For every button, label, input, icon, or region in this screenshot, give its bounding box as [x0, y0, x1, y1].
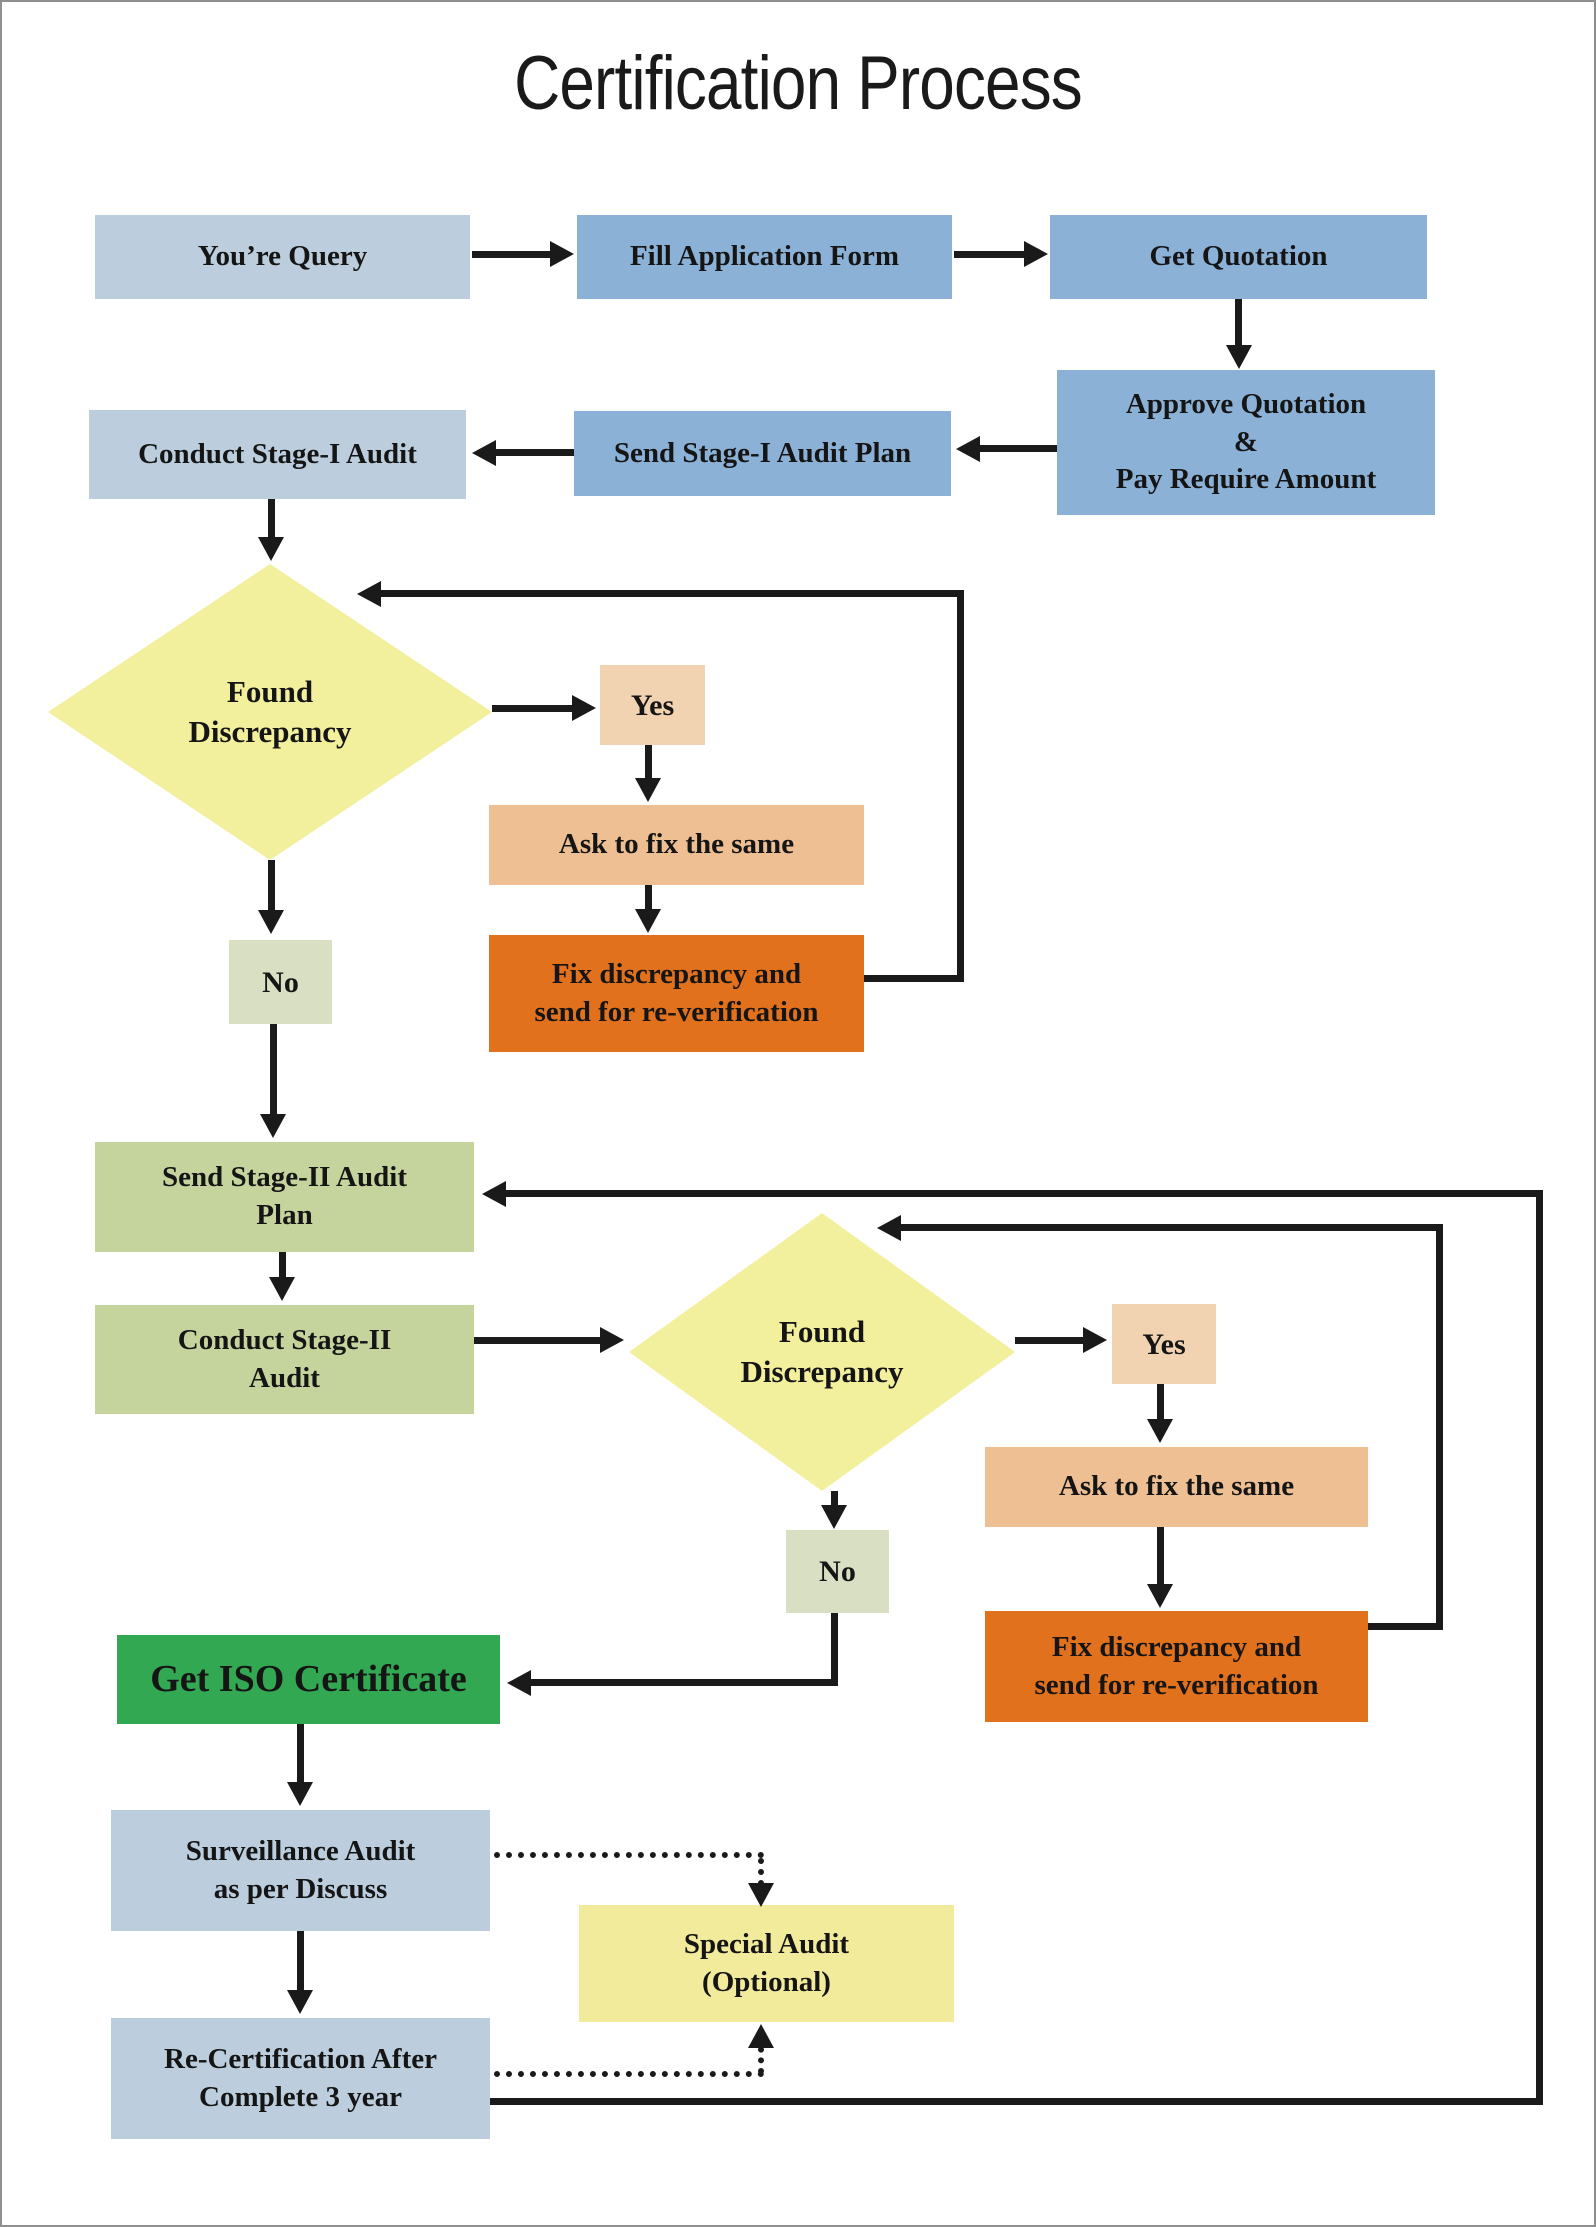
arrow-yes2-to-ask2-head	[1147, 1419, 1173, 1443]
arrow-decision2-to-no2-head	[821, 1505, 847, 1529]
node-surveillance-audit: Surveillance Audit as per Discuss	[111, 1810, 490, 1931]
arrow-application-to-quotation-head	[1024, 241, 1048, 267]
arrow-approve-to-sendplan1-line	[980, 445, 1057, 452]
arrow-yes2-to-ask2-line	[1157, 1384, 1164, 1419]
arrow-ask2-to-fix2-head	[1147, 1584, 1173, 1608]
arrow-query-to-application-head	[550, 241, 574, 267]
arrow-conduct2-to-decision2-line	[474, 1337, 600, 1344]
loop2-vertical-line	[1436, 1224, 1443, 1630]
arrow-decision1-to-yes1-line	[492, 705, 572, 712]
arrow-sendplan1-to-conduct1-line	[496, 449, 574, 456]
arrow-no2-down-line	[831, 1613, 838, 1686]
arrow-decision1-to-no1-head	[258, 910, 284, 934]
arrow-application-to-quotation-line	[954, 251, 1024, 258]
arrow-iso-to-surveillance-head	[287, 1782, 313, 1806]
node-yes-1: Yes	[600, 665, 705, 745]
loop1-vertical-line	[957, 590, 964, 982]
node-you-query: You’re Query	[95, 215, 470, 299]
arrow-quotation-to-approve-line	[1235, 299, 1242, 345]
node-ask-to-fix-2: Ask to fix the same	[985, 1447, 1368, 1527]
dotted-recert-to-special-head	[748, 2024, 774, 2048]
loop1-top-line	[381, 590, 964, 597]
arrow-sendplan2-to-conduct2-head	[269, 1277, 295, 1301]
loop1-bottom-line	[864, 975, 964, 982]
arrow-ask1-to-fix1-line	[645, 885, 652, 911]
node-get-iso-certificate: Get ISO Certificate	[117, 1635, 500, 1724]
node-fill-application-form: Fill Application Form	[577, 215, 952, 299]
node-recertification: Re-Certification After Complete 3 year	[111, 2018, 490, 2139]
dotted-recert-to-special-hline	[494, 2071, 764, 2077]
arrow-yes1-to-ask1-head	[635, 778, 661, 802]
loop1-head	[357, 581, 381, 607]
outerloop-vertical-line	[1536, 1190, 1543, 2105]
node-conduct-stage2-audit: Conduct Stage-II Audit	[95, 1305, 474, 1414]
arrow-decision1-to-no1-line	[268, 860, 275, 910]
dotted-surveillance-to-special-vline	[758, 1858, 764, 1886]
loop2-bottom-line	[1368, 1623, 1442, 1630]
node-send-stage1-audit-plan: Send Stage-I Audit Plan	[574, 411, 951, 496]
decision-found-discrepancy-2: Found Discrepancy	[629, 1213, 1015, 1491]
arrow-surveillance-to-recert-line	[297, 1931, 304, 1992]
arrow-decision1-to-yes1-head	[572, 695, 596, 721]
loop2-head	[877, 1215, 901, 1241]
arrow-decision2-to-yes2-head	[1083, 1327, 1107, 1353]
outerloop-head	[482, 1181, 506, 1207]
node-special-audit: Special Audit (Optional)	[579, 1905, 954, 2022]
arrow-decision2-to-no2-line	[831, 1491, 838, 1509]
arrow-iso-to-surveillance-line	[297, 1724, 304, 1784]
arrow-decision2-to-yes2-line	[1015, 1337, 1083, 1344]
arrow-no2-to-iso-line	[531, 1679, 838, 1686]
arrow-no2-to-iso-head	[507, 1670, 531, 1696]
dotted-surveillance-to-special-hline	[494, 1852, 764, 1858]
decision-found-discrepancy-1: Found Discrepancy	[48, 564, 492, 860]
node-approve-quotation: Approve Quotation & Pay Require Amount	[1057, 370, 1435, 515]
arrow-ask1-to-fix1-head	[635, 909, 661, 933]
arrow-approve-to-sendplan1-head	[956, 436, 980, 462]
arrow-conduct2-to-decision2-head	[600, 1327, 624, 1353]
node-no-1: No	[229, 940, 332, 1024]
arrow-conduct1-to-decision1-line	[268, 499, 275, 539]
node-get-quotation: Get Quotation	[1050, 215, 1427, 299]
dotted-recert-to-special-vline	[758, 2036, 764, 2074]
node-fix-discrepancy-1: Fix discrepancy and send for re-verifica…	[489, 935, 864, 1052]
arrow-yes1-to-ask1-line	[645, 745, 652, 780]
arrow-surveillance-to-recert-head	[287, 1990, 313, 2014]
arrow-quotation-to-approve-head	[1226, 345, 1252, 369]
arrow-ask2-to-fix2-line	[1157, 1527, 1164, 1584]
page-title: Certification Process	[514, 41, 1083, 126]
node-fix-discrepancy-2: Fix discrepancy and send for re-verifica…	[985, 1611, 1368, 1722]
node-conduct-stage1-audit: Conduct Stage-I Audit	[89, 410, 466, 499]
node-send-stage2-audit-plan: Send Stage-II Audit Plan	[95, 1142, 474, 1252]
arrow-sendplan1-to-conduct1-head	[472, 440, 496, 466]
outerloop-bottom-line	[490, 2098, 1543, 2105]
node-ask-to-fix-1: Ask to fix the same	[489, 805, 864, 885]
node-no-2: No	[786, 1530, 889, 1613]
node-yes-2: Yes	[1112, 1304, 1216, 1384]
loop2-top-line	[901, 1224, 1443, 1231]
arrow-no1-to-sendplan2-line	[270, 1024, 277, 1114]
arrow-conduct1-to-decision1-head	[258, 537, 284, 561]
arrow-sendplan2-to-conduct2-line	[279, 1252, 286, 1277]
outerloop-top-line	[506, 1190, 1543, 1197]
arrow-no1-to-sendplan2-head	[260, 1114, 286, 1138]
dotted-surveillance-to-special-head	[748, 1883, 774, 1907]
arrow-query-to-application-line	[472, 251, 550, 258]
